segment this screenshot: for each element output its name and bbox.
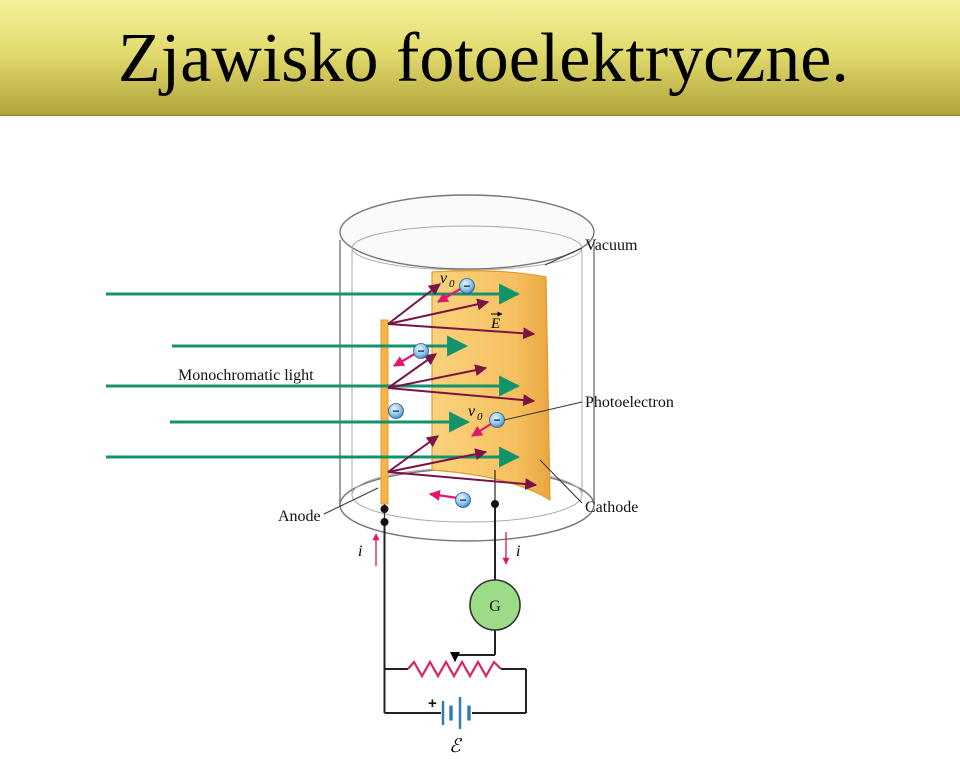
svg-text:i: i [516,543,520,560]
electron: − [388,403,404,419]
svg-text:v: v [468,403,476,420]
circuit [383,504,527,714]
battery [441,696,471,730]
svg-text:−: − [463,279,470,293]
current-arrow-left: i [358,533,380,566]
electron-paths [387,283,538,491]
label-photoelectron: Photoelectron [585,394,674,411]
anode-terminal-lower [380,518,389,526]
slide-title: Zjawisko fotoelektryczne. [118,20,849,97]
title-bar: Zjawisko fotoelektryczne. [0,0,960,116]
potentiometer [407,652,502,679]
electrons: − − − − − [388,278,505,508]
svg-text:G: G [489,598,501,615]
electron: − [489,412,505,428]
anode-terminal [380,505,389,513]
electron: − [459,278,475,294]
velocity-label-mid: v 0 [468,403,483,423]
label-vacuum: Vacuum [585,237,638,254]
label-anode: Anode [278,508,321,525]
svg-text:0: 0 [449,278,455,290]
svg-text:−: − [459,493,466,507]
battery-plus-sign: + [428,695,437,712]
current-arrow-right: i [502,532,520,565]
anode-rod [380,319,389,505]
electron: − [455,492,471,508]
svg-text:−: − [493,413,500,427]
field-label: E [490,311,503,332]
label-cathode: Cathode [585,499,638,516]
svg-text:i: i [358,543,362,560]
electron: − [413,343,429,359]
galvanometer: G [469,579,521,631]
svg-text:0: 0 [477,411,483,423]
svg-text:−: − [417,344,424,358]
leader-lines [323,247,583,515]
light-rays [106,283,521,468]
emf-symbol: ℰ [449,736,463,757]
label-monochromatic-light: Monochromatic light [178,367,314,384]
cathode-terminal [491,500,499,508]
svg-text:−: − [392,404,399,418]
svg-text:v: v [440,270,448,287]
svg-text:E: E [490,316,500,332]
velocity-label-top: v 0 [440,270,455,290]
